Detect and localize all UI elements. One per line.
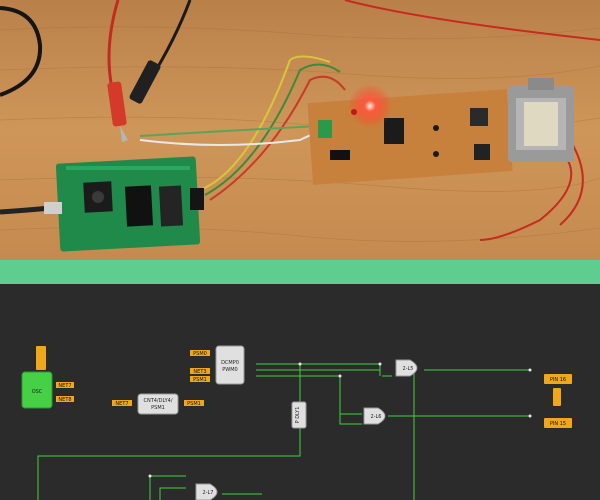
dcmp-input-label-3: PSM1 — [193, 377, 207, 383]
red-transformer-lead-1 — [479, 149, 573, 241]
and-gate-bottom-label: 2-L7 — [203, 490, 214, 496]
dcmp-input-tag-3 — [190, 376, 210, 382]
red-led-glow — [348, 84, 392, 128]
schematic-panel: OSC NET7 NET8 DCMP0 PWM0 PSM0 NET3 PSM1 … — [0, 284, 600, 500]
pin-link-tag — [553, 388, 561, 406]
osc-output-label-2: NET8 — [58, 397, 71, 403]
schematic-wires — [37, 363, 530, 500]
black-alligator-clip — [129, 60, 161, 104]
transformer — [508, 78, 574, 162]
pin-16-label: PIN 16 — [550, 377, 566, 383]
pin-16-tag — [544, 374, 572, 384]
osc-block — [21, 371, 53, 409]
hardware-photo — [0, 0, 600, 260]
cnt-label-line-1: CNT4/DLY4/ — [143, 398, 172, 404]
and-gate-middle — [363, 407, 386, 425]
cnt-input-tag — [112, 400, 132, 406]
osc-output-tag-2 — [56, 396, 74, 402]
osc-label: OSC — [32, 389, 43, 395]
delay-label: P DLY1 — [295, 407, 301, 424]
osc-input-tag — [36, 346, 46, 370]
cnt-label-line-2: PSM1 — [151, 405, 165, 411]
dcmp-label-line-2: PWM0 — [222, 367, 237, 373]
pin-15-tag — [544, 418, 572, 428]
clip-jaw — [120, 126, 128, 142]
and-gate-top — [395, 359, 418, 377]
dcmp-input-tag-2 — [190, 368, 210, 374]
dcmp-input-label-2: NET3 — [193, 369, 206, 375]
programmer-board — [55, 156, 204, 252]
cnt-output-label: PSM1 — [187, 401, 201, 407]
red-led — [351, 109, 357, 115]
dcmp-input-tag-1 — [190, 350, 210, 356]
and-gate-top-label: 2-L5 — [403, 366, 414, 372]
dcmp-input-label-1: PSM0 — [193, 351, 207, 357]
delay-block — [291, 401, 307, 429]
red-mains-cable — [344, 0, 600, 41]
osc-output-label-1: NET7 — [58, 383, 71, 389]
and-gate-middle-label: 2-L6 — [371, 414, 382, 420]
cnt-input-label: NET7 — [115, 401, 128, 407]
section-divider — [0, 260, 600, 284]
dcmp-block — [215, 345, 245, 385]
red-alligator-clip — [107, 81, 127, 127]
black-cable — [0, 6, 43, 97]
pin-15-label: PIN 15 — [550, 421, 566, 427]
cnt-block — [137, 393, 179, 415]
junction-dots — [148, 362, 532, 478]
dcmp-label-line-1: DCMP0 — [221, 360, 239, 366]
perfboard — [307, 89, 513, 185]
usb-plug — [44, 202, 62, 214]
osc-output-tag-1 — [56, 382, 74, 388]
red-transformer-lead-2 — [559, 139, 584, 226]
cnt-output-tag — [184, 400, 204, 406]
